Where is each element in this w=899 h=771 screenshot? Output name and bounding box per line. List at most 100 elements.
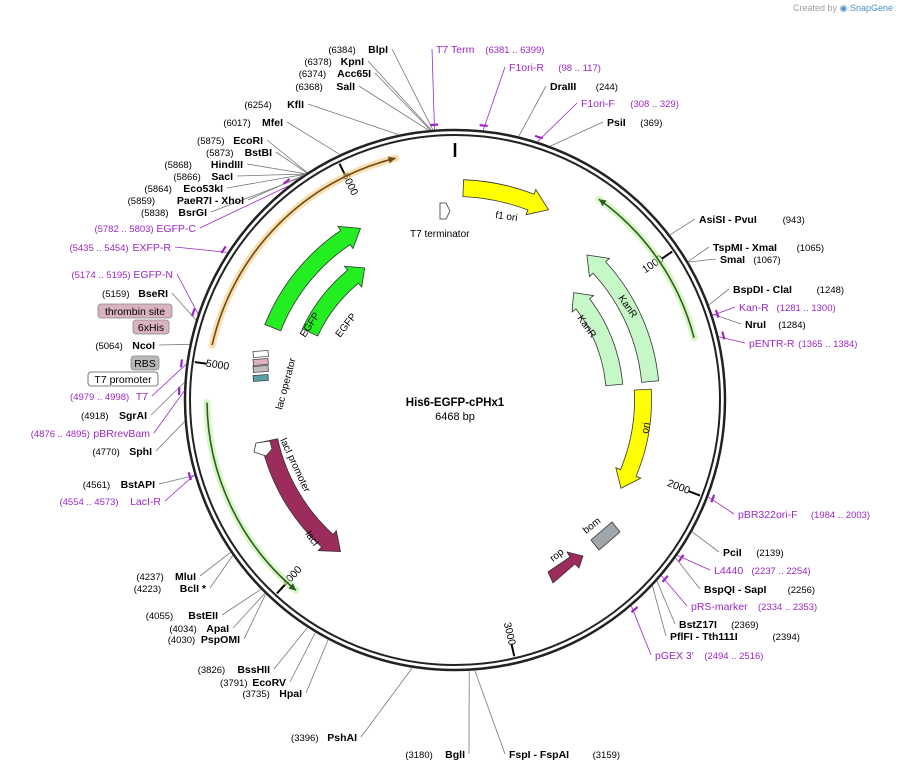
primer-f1ori-f-leader	[537, 102, 578, 143]
primer-f1ori-f-marker	[534, 134, 544, 140]
mrna-arc-kan	[598, 198, 695, 339]
site-hpai: HpaI(3735)	[242, 688, 302, 700]
site-bseri-name: BseRI	[138, 288, 168, 300]
feature-bom	[590, 521, 621, 551]
site-kpni-name: KpnI	[341, 56, 364, 68]
primer-t7: T7(4979 .. 4998)	[70, 391, 148, 403]
site-ecorv: EcoRV(3791)	[220, 677, 286, 689]
site-fspi-fspai: FspI - FspAI (3159)	[509, 749, 620, 761]
annotation-labels: BlpI(6384)KpnI(6378)Acc65I(6374)SalI(636…	[31, 44, 870, 761]
site-bsshii: BssHII(3826)	[198, 664, 270, 676]
primer-pbr322ori-f: pBR322ori-F(1984 .. 2003)	[738, 509, 870, 521]
site-acc65i: Acc65I(6374)	[299, 68, 371, 80]
feature-kanr-inner	[571, 292, 624, 387]
primer-laci-r: LacI-R(4554 .. 4573)	[59, 496, 161, 508]
primer-f1ori-r-marker	[479, 124, 488, 128]
primer-prs-marker-leader	[661, 575, 688, 607]
primer-t7-name: T7	[136, 391, 148, 403]
site-mlui-position: (4237)	[136, 572, 163, 583]
tag-6xhis: 6xHis	[132, 319, 170, 335]
primer-pgex-3: pGEX 3'(2494 .. 2516)	[655, 650, 763, 662]
site-bsrgi-position: (5838)	[141, 208, 168, 219]
site-bgli: BglI(3180)	[405, 749, 465, 761]
site-eco53ki-position: (5864)	[144, 184, 171, 195]
site-pcii-position: (2139)	[756, 548, 783, 559]
app-name: SnapGene	[849, 3, 893, 13]
site-draiii-name: DraIII	[550, 81, 576, 93]
feature-his-tag	[252, 358, 269, 366]
site-pcii-leader	[691, 531, 720, 553]
site-asisi-pvui-position: (943)	[783, 215, 805, 226]
site-bsteii-name: BstEII	[188, 610, 218, 622]
primer-prs-marker-name: pRS-marker	[691, 601, 748, 613]
site-hindiii: HindIII(5868)	[164, 159, 243, 171]
created-by-text: Created by	[793, 3, 838, 13]
primer-exfp-r-leader	[174, 246, 228, 253]
primer-pgex-3-position: (2494 .. 2516)	[704, 651, 763, 662]
site-fspi-fspai-name: FspI - FspAI	[509, 749, 569, 761]
feature-laci-promoter	[253, 440, 273, 457]
site-pspomi: PspOMI(4030)	[168, 634, 240, 646]
ruler-tick-5000	[194, 361, 207, 365]
primer-pgex-3-marker	[630, 606, 639, 614]
site-apai-leader	[232, 592, 266, 629]
tag-thrombin-site-label: thrombin site	[105, 306, 165, 318]
site-blpi-leader	[391, 48, 434, 131]
site-fspi-fspai-position: (3159)	[593, 750, 620, 761]
site-ecori: EcoRI(5875)	[197, 135, 263, 147]
primer-pentr-r-position: (1365 .. 1384)	[798, 339, 857, 350]
primer-pentr-r-leader	[718, 336, 746, 344]
site-kfli-name: KflI	[287, 99, 304, 111]
site-nrui: NruI(1284)	[745, 319, 806, 331]
primer-egfp-n-marker	[191, 308, 196, 317]
site-pspomi-name: PspOMI	[201, 634, 240, 646]
site-asisi-pvui-name: AsiSI - PvuI	[699, 214, 757, 226]
mrna-arc-laci	[206, 402, 297, 592]
site-hpai-position: (3735)	[242, 689, 269, 700]
site-kpni: KpnI (6378)	[304, 56, 364, 68]
site-sphi: SphI(4770)	[92, 446, 152, 458]
primer-f1ori-f-position: (308 .. 329)	[630, 99, 679, 110]
site-draiii-position: (244)	[596, 82, 618, 93]
ruler-tick-2000	[688, 490, 701, 497]
primer-egfp-c-position: (5782 .. 5803)	[94, 224, 153, 235]
site-saci: SacI(5866)	[173, 171, 233, 183]
site-hpai-leader	[305, 639, 329, 694]
site-tspmi-xmai-leader	[687, 246, 710, 262]
site-blpi-name: BlpI	[368, 44, 388, 56]
site-pflfi-tth111i-position: (2394)	[773, 632, 800, 643]
site-bseri: BseRI(5159)	[102, 288, 168, 300]
primer-f1ori-f: F1ori-F(308 .. 329)	[581, 98, 679, 110]
site-bstbi-position: (5873)	[206, 148, 233, 159]
tag-6xhis-label: 6xHis	[138, 322, 164, 334]
tag-rbs: RBS	[130, 355, 160, 371]
site-sphi-leader	[155, 421, 186, 452]
site-bstz17i-position: (2369)	[731, 620, 758, 631]
tag-thrombin-site: thrombin site	[97, 303, 173, 319]
feature-laci	[260, 438, 341, 553]
site-pspomi-leader	[243, 593, 267, 640]
site-bstbi: BstBI (5873)	[206, 147, 272, 159]
primer-exfp-r: EXFP-R(5435 .. 5454)	[69, 242, 171, 254]
primer-laci-r-position: (4554 .. 4573)	[59, 497, 118, 508]
site-mfei-position: (6017)	[223, 118, 250, 129]
site-tspmi-xmai: TspMI - XmaI(1065)	[713, 242, 824, 254]
site-sali-leader	[358, 85, 429, 131]
site-psii-leader	[549, 121, 604, 147]
site-ncoi-leader	[158, 343, 190, 346]
primer-egfp-c: EGFP-C(5782 .. 5803)	[94, 223, 196, 235]
site-draiii-leader	[518, 85, 547, 137]
mrna-arc-egfp-glow	[208, 154, 400, 349]
site-pcii-name: PciI	[723, 547, 742, 559]
site-ecori-name: EcoRI	[233, 135, 263, 147]
primer-t7-term-position: (6381 .. 6399)	[485, 45, 544, 56]
site-ecori-leader	[266, 139, 308, 174]
site-pflfi-tth111i-name: PflFI - Tth111I	[670, 631, 738, 643]
primer-egfp-n-position: (5174 .. 5195)	[71, 270, 130, 281]
site-kpni-position: (6378)	[304, 57, 331, 68]
site-bstz17i-name: BstZ17I	[679, 619, 717, 631]
primer-t7-term-leader	[431, 48, 435, 130]
site-hindiii-leader	[246, 163, 306, 175]
site-bstbi-name: BstBI	[245, 147, 273, 159]
